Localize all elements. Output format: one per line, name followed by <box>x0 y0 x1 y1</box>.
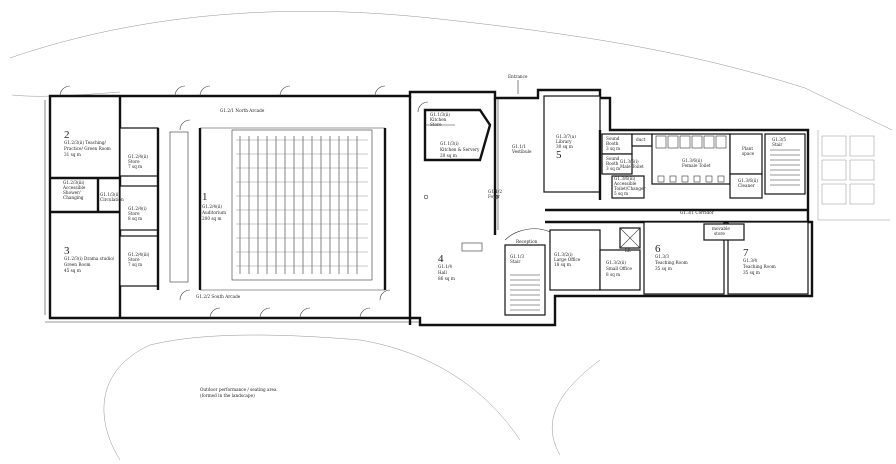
wc-cubicle <box>679 135 691 149</box>
labels: Entrance G1.2/1 North Arcade G1.2/2 Sout… <box>62 74 786 398</box>
door-swing <box>374 85 386 97</box>
door-swing <box>179 119 191 131</box>
corridor-label: G1.3/1 Corridor <box>680 210 714 215</box>
wc-basin <box>669 175 677 183</box>
door-swing <box>299 307 311 319</box>
door-swing <box>209 307 221 319</box>
door-swing <box>417 101 429 113</box>
centre-block <box>408 96 561 325</box>
cleaner-label: G1.3/6(ii)Cleaner <box>738 178 758 188</box>
door-swing <box>174 85 186 97</box>
lift-label: lift <box>625 248 631 253</box>
door-swing <box>199 85 211 97</box>
wc-cubicle <box>703 135 715 149</box>
room-3-number: 3 <box>64 245 70 257</box>
wc-basin <box>717 175 725 183</box>
wc-cubicle <box>655 135 667 149</box>
door-swings <box>59 85 429 319</box>
outdoor-label: Outdoor performance / seating area(forme… <box>200 387 277 398</box>
door-swing <box>359 307 371 319</box>
door-swing <box>179 289 191 301</box>
room-4-number: 4 <box>438 253 444 265</box>
circulation-label: G1.1/3(ii)Circulation <box>100 192 124 202</box>
entrance-label: Entrance <box>508 74 528 79</box>
north-arcade-label: G1.2/1 North Arcade <box>220 108 265 113</box>
site-lines <box>9 11 893 461</box>
room-2-label: G1.2/3(ii) Teaching/Practice/ Green Room… <box>64 140 111 157</box>
room-1-number: 1 <box>202 191 208 203</box>
wc-cubicle <box>715 135 727 149</box>
right-block <box>543 95 809 295</box>
male-toilet-label: G1.3/6(i)Male Toilet <box>620 159 644 169</box>
wc-basin <box>705 175 713 183</box>
south-arcade-label: G1.2/2 South Arcade <box>196 294 241 299</box>
room-7-number: 7 <box>743 247 749 259</box>
wc-basin <box>657 175 665 183</box>
door-swing <box>279 85 291 97</box>
auditorium-seating <box>169 127 387 291</box>
building-outline <box>44 88 814 327</box>
wc-basin <box>693 175 701 183</box>
room-2-number: 2 <box>64 129 70 141</box>
room-6-number: 6 <box>655 243 661 255</box>
wc-cubicle <box>667 135 679 149</box>
wc-basin <box>681 175 689 183</box>
duct-label: duct <box>636 137 646 142</box>
female-toilet-label: G1.3/6(ii)Female Toilet <box>682 158 711 168</box>
left-wing <box>50 96 202 318</box>
reception-label: Reception <box>516 239 538 244</box>
door-swing <box>259 307 271 319</box>
door-swing <box>59 85 71 97</box>
wc-cubicle <box>691 135 703 149</box>
room-5-number: 5 <box>556 149 562 161</box>
door-swing <box>379 289 391 301</box>
